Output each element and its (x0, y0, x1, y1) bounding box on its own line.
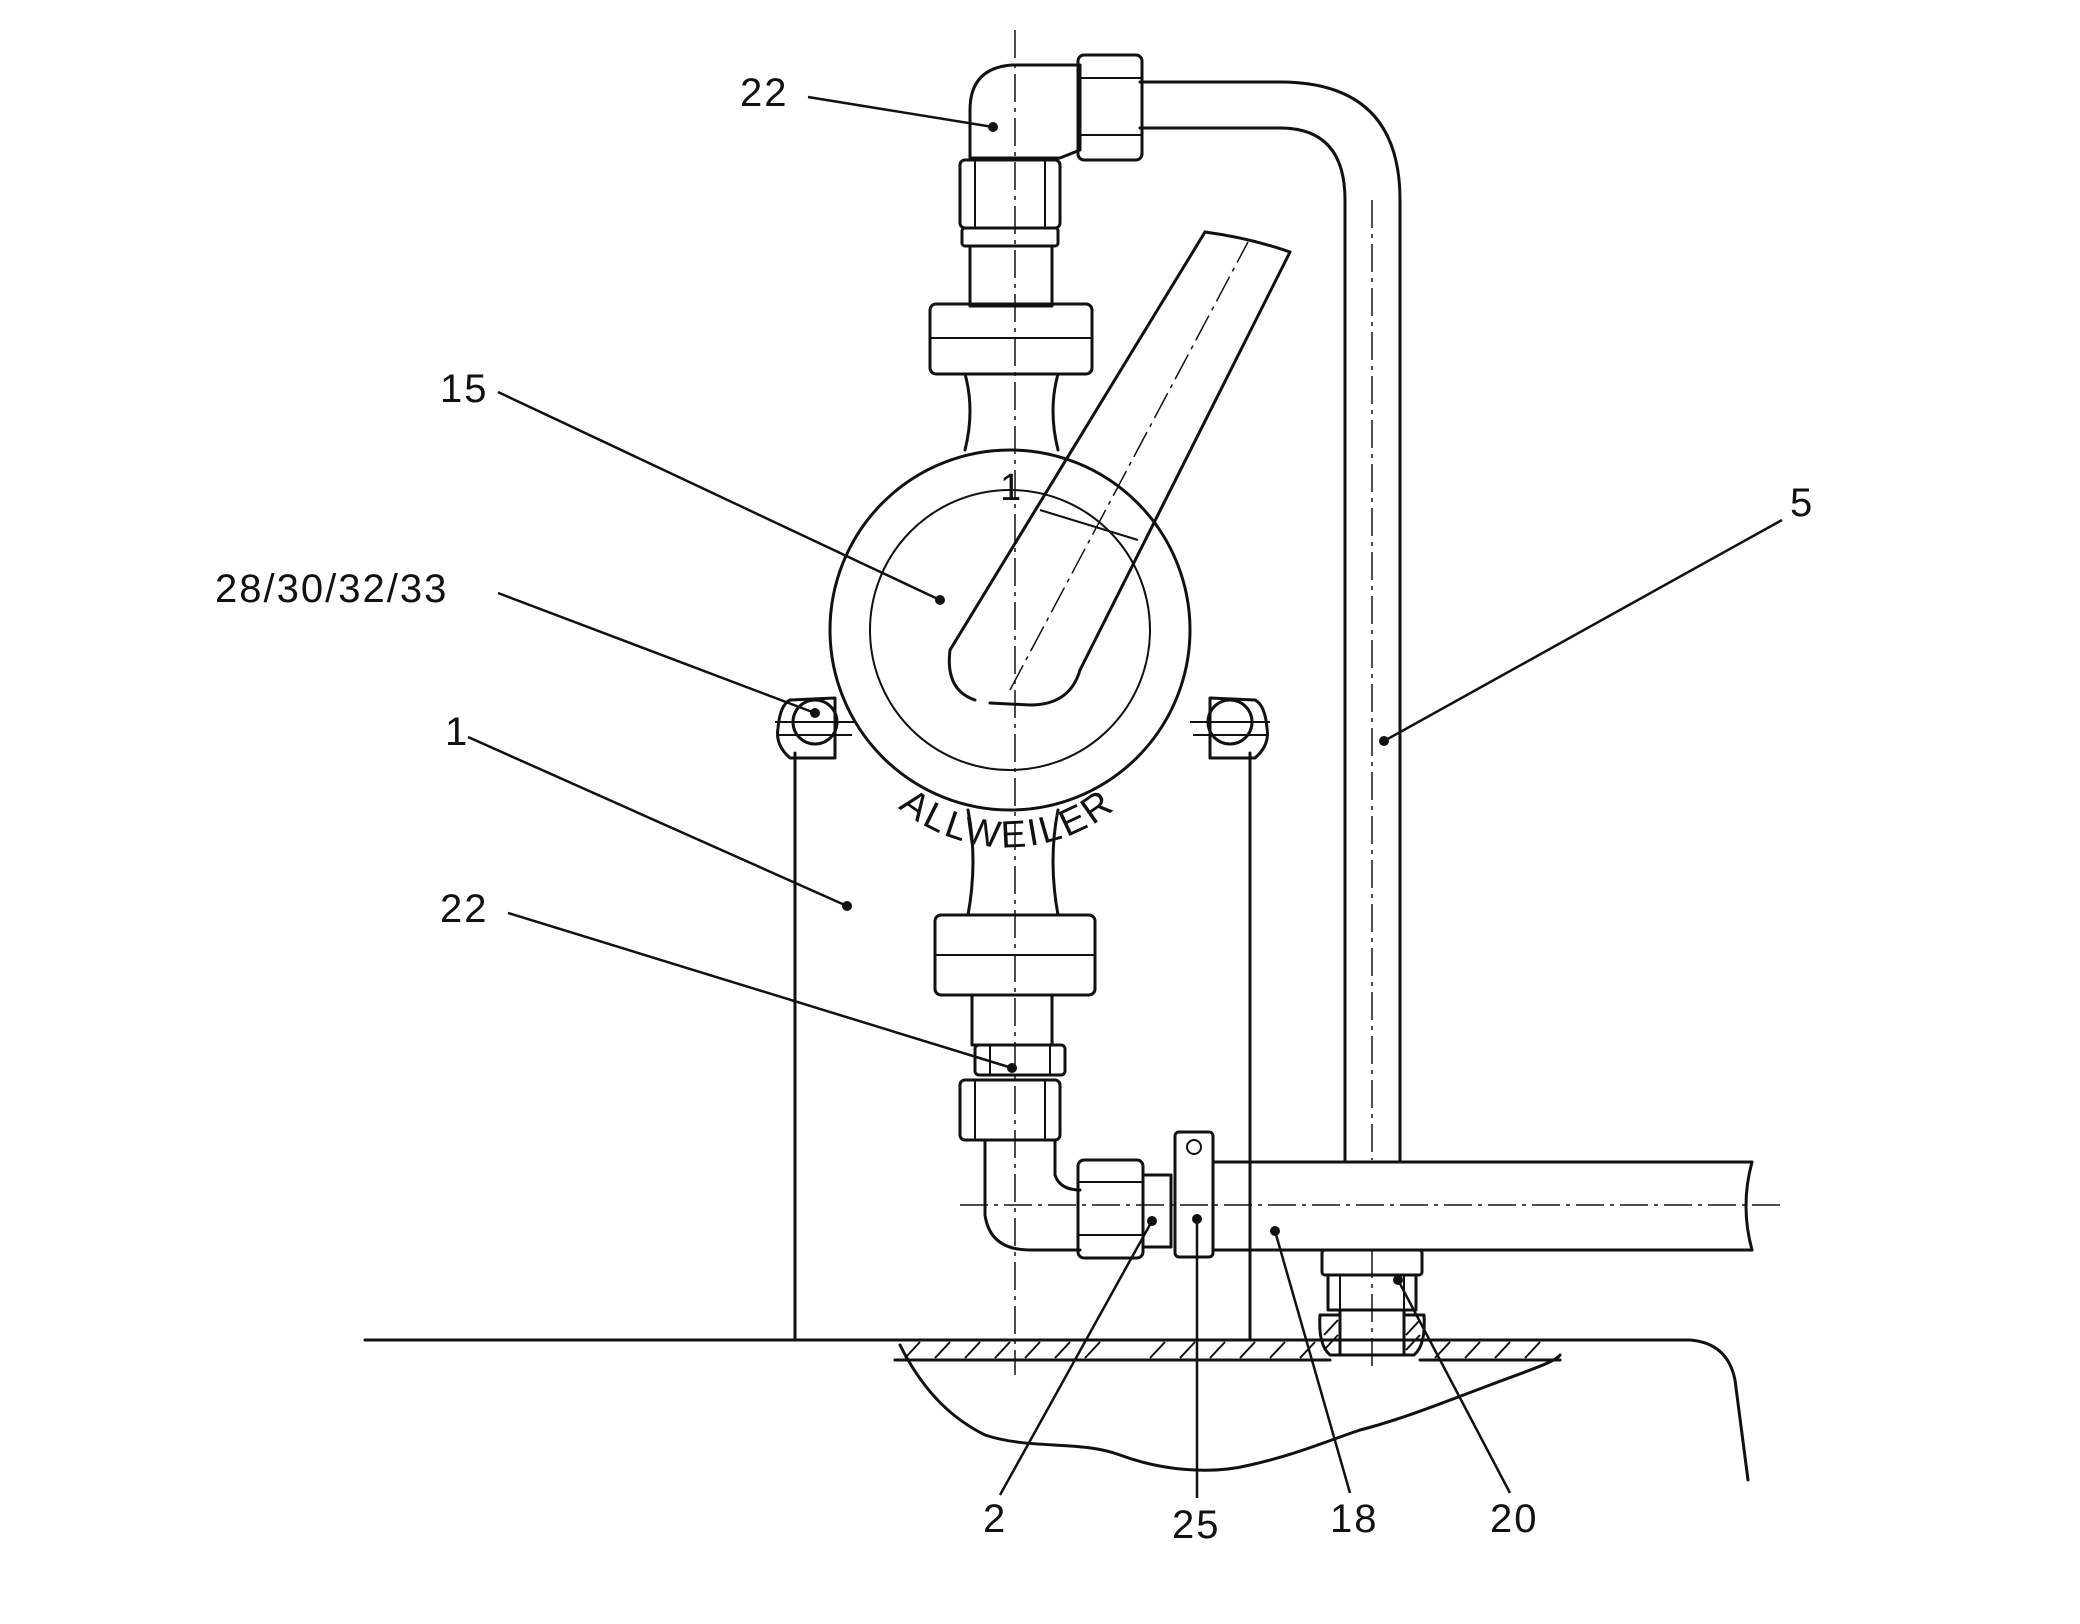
leader-2 (998, 1220, 1154, 1496)
leader-5 (1383, 518, 1783, 743)
pump-body (828, 448, 1192, 812)
leader-28-dot (810, 708, 820, 718)
return-pipe (1138, 80, 1402, 1162)
leader-22-top (807, 95, 994, 129)
pump-dial-mark: 1 (1000, 467, 1021, 509)
suction-pipe (960, 1160, 1780, 1252)
pump-hand-lever (947, 230, 1292, 707)
label-5: 5 (1790, 481, 1814, 525)
leader-5-dot (1379, 736, 1389, 746)
leader-15 (497, 390, 941, 602)
tank-socket (1318, 1248, 1426, 1370)
pump-stand (775, 696, 1270, 1342)
leader-1-dot (842, 901, 852, 911)
label-25: 25 (1172, 1503, 1221, 1547)
leader-20-dot (1393, 1275, 1403, 1285)
leader-18 (1273, 1230, 1352, 1494)
leader-22-mid (507, 911, 1013, 1070)
label-20: 20 (1490, 1497, 1539, 1541)
leader-20 (1396, 1279, 1512, 1494)
label-15: 15 (440, 367, 489, 411)
leader-22-top-dot (988, 122, 998, 132)
bottom-fittings (933, 913, 1173, 1260)
leader-22-mid-dot (1007, 1063, 1017, 1073)
pipe-clamp (1173, 1130, 1215, 1259)
deck-hatching (904, 1341, 1541, 1359)
leader-18-dot (1270, 1226, 1280, 1236)
pump-brand-name: ALLWEILER (892, 781, 1122, 857)
label-1: 1 (445, 710, 469, 754)
label-18: 18 (1330, 1497, 1379, 1541)
leader-25-dot (1192, 1214, 1202, 1224)
part-labels: 22 15 28/30/32/33 1 22 5 2 25 18 20 (215, 71, 1814, 1547)
label-2: 2 (983, 1497, 1007, 1541)
tank-floor (363, 1338, 1750, 1482)
label-28-30-32-33: 28/30/32/33 (215, 567, 448, 611)
leader-1 (467, 735, 848, 908)
leader-lines (467, 95, 1783, 1498)
pump-neck-bottom (966, 808, 1060, 917)
label-22-mid: 22 (440, 887, 489, 931)
top-elbow-fitting (928, 53, 1144, 376)
leader-28 (497, 591, 816, 715)
leader-15-dot (935, 595, 945, 605)
label-22-top: 22 (740, 71, 789, 115)
pump-neck-top (963, 372, 1060, 452)
leader-2-dot (1147, 1216, 1157, 1226)
